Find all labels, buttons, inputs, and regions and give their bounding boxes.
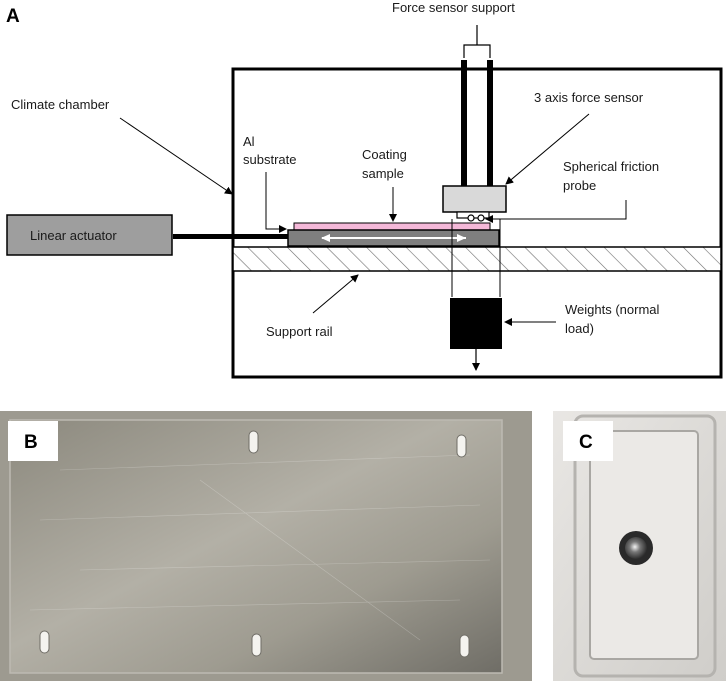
probe-label-1: Spherical friction — [563, 159, 659, 174]
weight-block — [450, 298, 502, 349]
linear-actuator-label: Linear actuator — [30, 228, 117, 243]
support-rail — [232, 246, 722, 272]
plate-slot-bottom-middle — [251, 633, 262, 657]
plate-slot-bottom-right — [459, 634, 470, 658]
panel-a-schematic: A Linear actuator Force sensor sup — [6, 0, 723, 379]
panel-c-photo: C — [553, 411, 726, 681]
force-sensor — [442, 185, 507, 213]
probe-ball — [467, 214, 475, 222]
support-rail-label: Support rail — [266, 324, 333, 339]
al-substrate-label-2: substrate — [243, 152, 296, 167]
weights-label-1: Weights (normal — [565, 302, 660, 317]
plate-slot-bottom-left — [39, 630, 50, 654]
panel-b-badge — [8, 421, 58, 461]
force-sensor-leader — [505, 113, 590, 185]
weights-label-2: load) — [565, 321, 594, 336]
linear-actuator-box — [6, 214, 173, 256]
panel-b-photo: B — [0, 411, 532, 681]
probe-label-2: probe — [563, 178, 596, 193]
actuator-rod — [173, 234, 288, 239]
panel-a-letter: A — [6, 6, 20, 27]
coating-sample-label-1: Coating — [362, 147, 407, 162]
plate-streaks — [29, 454, 491, 641]
sensor-support-bracket — [463, 25, 491, 58]
probe-ball-photo — [625, 537, 647, 559]
panel-c-badge — [563, 421, 613, 461]
probe-leader — [485, 200, 627, 223]
probe-ball-2 — [477, 214, 485, 222]
coating-sample-label-2: sample — [362, 166, 404, 181]
aluminum-plate — [9, 419, 503, 674]
force-sensor-support-label: Force sensor support — [392, 0, 515, 15]
al-substrate-leader — [265, 172, 287, 233]
climate-chamber-label: Climate chamber — [11, 97, 110, 112]
climate-chamber-box — [231, 67, 723, 379]
force-sensor-label: 3 axis force sensor — [534, 90, 644, 105]
panel-c-letter: C — [579, 432, 593, 453]
probe-holder-outer — [573, 414, 717, 678]
sensor-support-rod-left — [461, 60, 467, 186]
climate-chamber-leader — [119, 117, 233, 195]
al-substrate-label-1: Al — [243, 134, 255, 149]
sensor-support-rod-right — [487, 60, 493, 186]
panel-b-letter: B — [24, 432, 38, 453]
support-rail-leader — [312, 274, 359, 314]
coating-sample — [293, 222, 491, 231]
plate-slot-top-right — [456, 434, 467, 458]
plate-slot-top-middle — [248, 430, 259, 454]
